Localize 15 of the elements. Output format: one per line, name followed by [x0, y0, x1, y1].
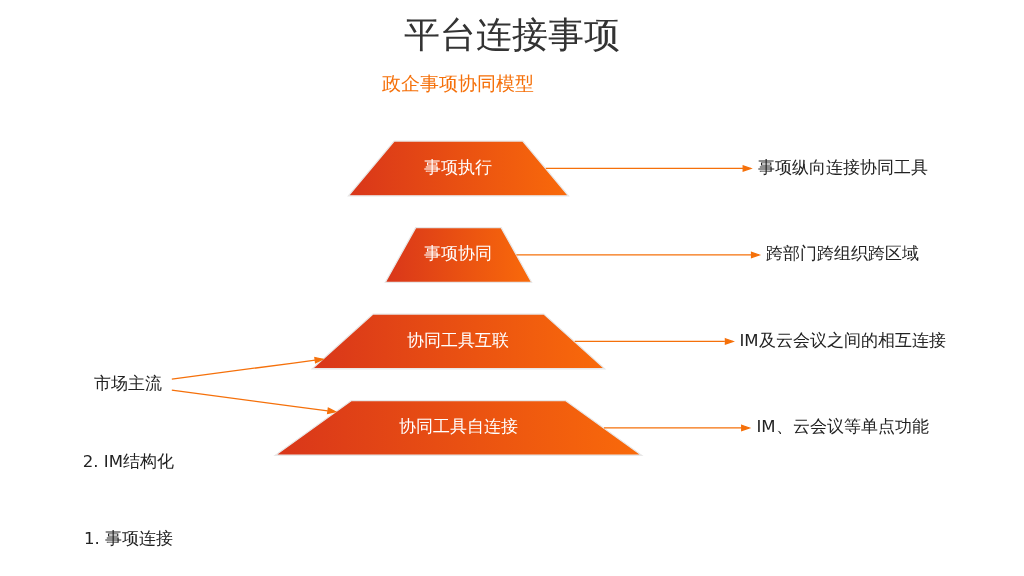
arrow [544, 164, 753, 172]
node-text: IM、云会议等单点功能 [755, 417, 929, 437]
node-text: 事项纵向连接协同工具 [757, 157, 928, 177]
arrow [170, 356, 325, 380]
label: 1. 事项连接 [83, 529, 173, 549]
arrow [573, 337, 735, 345]
diagram-title: 平台连接事项 [404, 13, 620, 55]
label: 2. IM结构化 [82, 451, 174, 471]
node-text: 市场主流 [93, 373, 162, 393]
node-text: IM及云会议之间的相互连接 [738, 330, 946, 350]
arrow [515, 251, 761, 259]
caption: 政企事项协同模型 [381, 72, 534, 95]
arrow [602, 424, 751, 432]
node-text: 跨部门跨组织跨区域 [765, 244, 919, 264]
arrow [170, 389, 337, 415]
